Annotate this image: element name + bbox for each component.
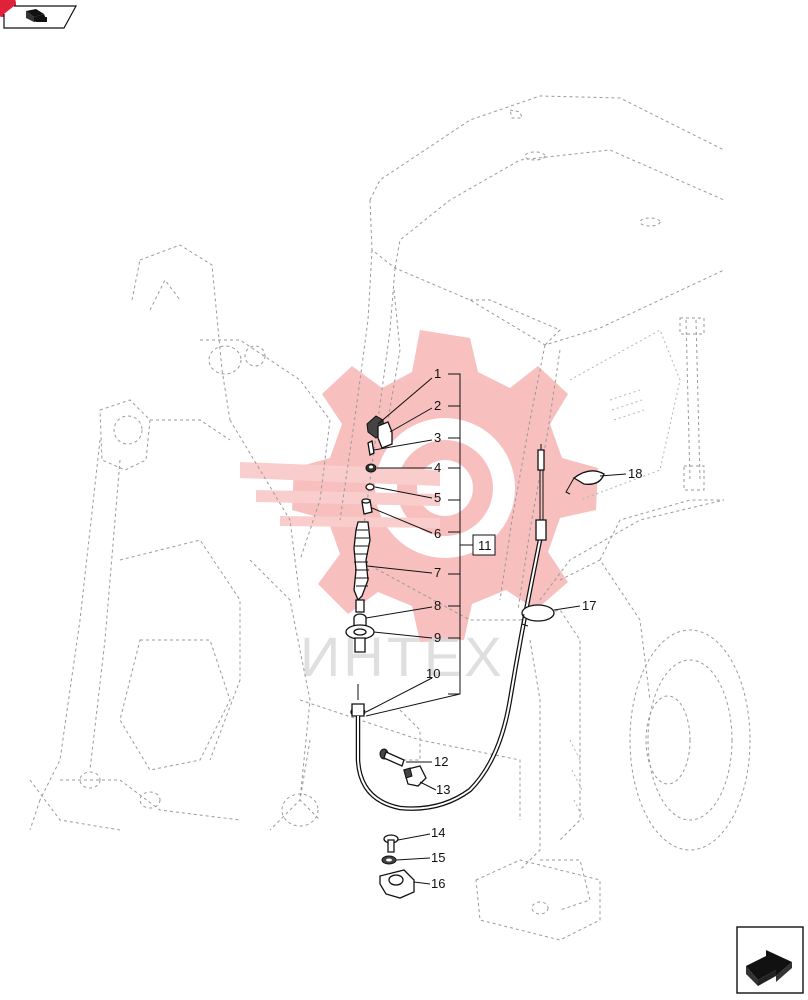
part-8-shaft-nut[interactable]: [353, 599, 367, 627]
callout-15[interactable]: 15: [431, 850, 445, 865]
book-icon: [26, 9, 47, 22]
group-11-box[interactable]: [472, 534, 496, 556]
callout-13[interactable]: 13: [436, 782, 450, 797]
callout-leaders: [365, 377, 627, 885]
callout-14[interactable]: 14: [431, 825, 445, 840]
callout-9[interactable]: 9: [434, 630, 441, 645]
part-10-cable-end[interactable]: [350, 684, 366, 717]
callout-3[interactable]: 3: [434, 430, 441, 445]
part-5-washer[interactable]: [365, 483, 375, 491]
part-18-cable-tie[interactable]: [565, 470, 605, 495]
backhoe-loader-outline: [29, 95, 751, 941]
part-3-pin[interactable]: [367, 440, 375, 456]
next-page-button[interactable]: [736, 926, 804, 994]
part-6-sleeve[interactable]: [361, 498, 373, 515]
group-bracket: [448, 373, 473, 695]
part-16-clamp[interactable]: [379, 869, 415, 899]
part-17-ring-clamp[interactable]: [521, 604, 555, 627]
part-13-clip[interactable]: [403, 765, 427, 787]
callout-7[interactable]: 7: [434, 565, 441, 580]
part-12-bolt[interactable]: [379, 748, 405, 767]
callout-12[interactable]: 12: [434, 754, 448, 769]
next-page-arrow-icon: [746, 950, 792, 986]
part-4-nut[interactable]: [365, 463, 377, 473]
callout-18[interactable]: 18: [628, 466, 642, 481]
callout-11[interactable]: 11: [478, 538, 492, 553]
header-tab: [0, 0, 78, 32]
callout-4[interactable]: 4: [434, 460, 441, 475]
callout-6[interactable]: 6: [434, 526, 441, 541]
control-cable[interactable]: [355, 444, 547, 811]
watermark-text: ИНТЕХ: [300, 625, 505, 688]
part-2-knob[interactable]: [377, 421, 393, 449]
callout-5[interactable]: 5: [434, 490, 441, 505]
part-14-screw[interactable]: [383, 834, 399, 853]
watermark-logo: [240, 330, 598, 642]
callout-8[interactable]: 8: [434, 598, 441, 613]
part-15-washer[interactable]: [381, 855, 397, 865]
callout-1[interactable]: 1: [434, 366, 441, 381]
callout-10[interactable]: 10: [426, 666, 440, 681]
callout-2[interactable]: 2: [434, 398, 441, 413]
part-7-boot[interactable]: [353, 521, 371, 602]
callout-16[interactable]: 16: [431, 876, 445, 891]
callout-17[interactable]: 17: [582, 598, 596, 613]
